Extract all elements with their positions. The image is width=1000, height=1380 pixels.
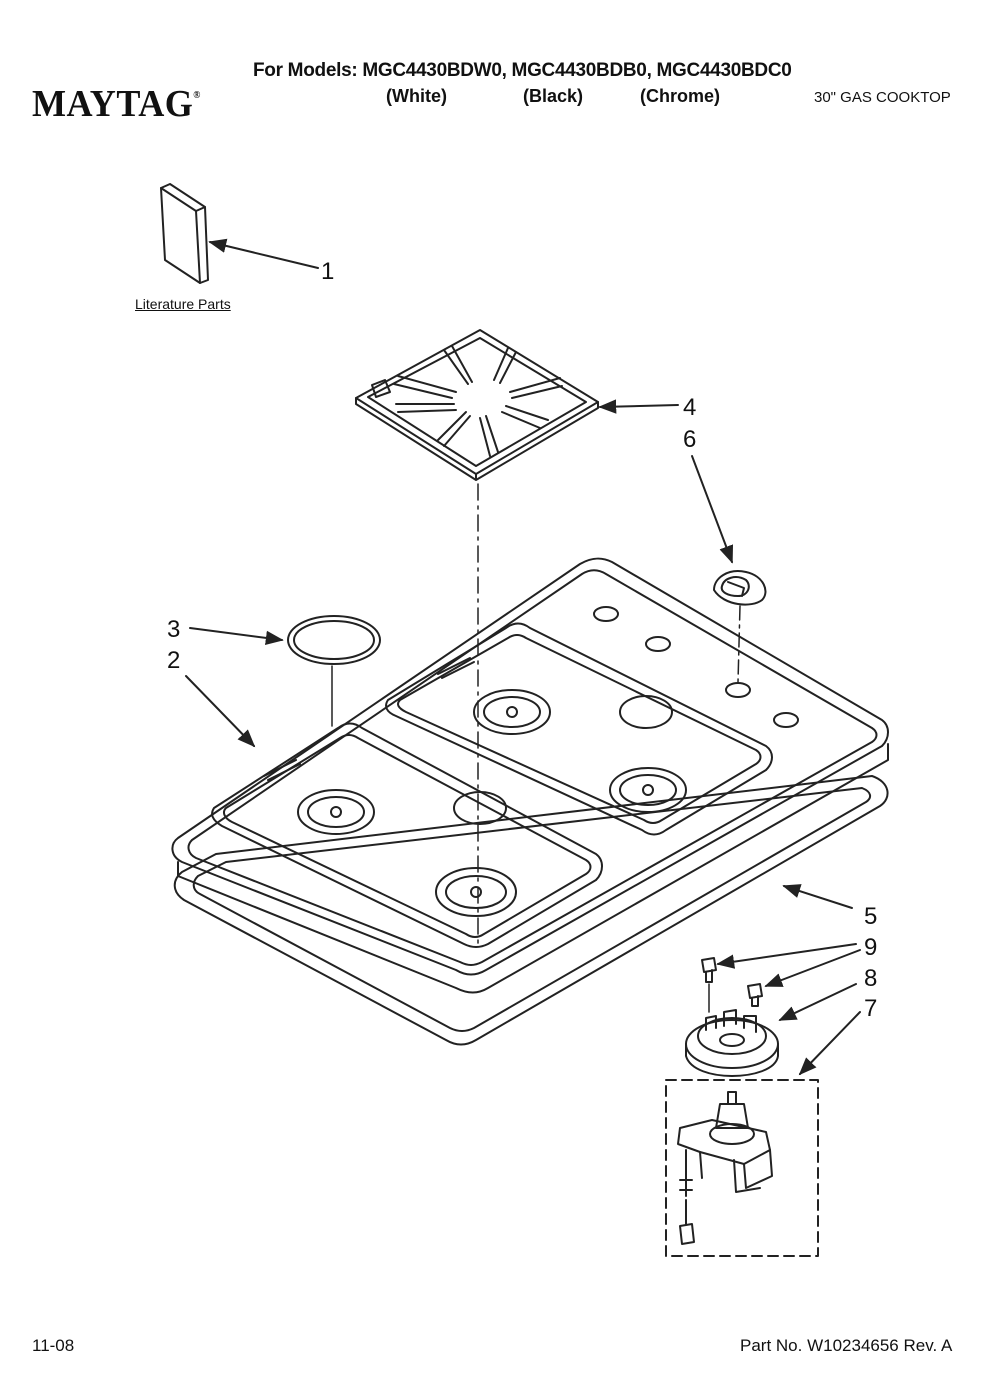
color-black: (Black) xyxy=(523,86,584,106)
burner-base-part xyxy=(685,1009,779,1077)
callout-9: 9 xyxy=(864,934,878,961)
control-knob-part xyxy=(713,570,767,606)
screw-part xyxy=(701,957,763,1007)
burner-grate-part xyxy=(355,329,599,481)
callout-7: 7 xyxy=(864,995,878,1022)
literature-booklet-part xyxy=(160,183,209,284)
part-number: Part No. W10234656 Rev. A xyxy=(740,1336,953,1355)
leader-9a xyxy=(716,943,857,969)
callout-2: 2 xyxy=(167,647,181,674)
color-white: (White) xyxy=(386,86,447,106)
leader-5 xyxy=(782,884,853,909)
callout-3: 3 xyxy=(167,616,181,643)
callout-4: 4 xyxy=(683,394,697,421)
leader-3 xyxy=(189,627,284,646)
callout-8: 8 xyxy=(864,965,878,992)
literature-parts-label: Literature Parts xyxy=(135,296,231,312)
callout-6: 6 xyxy=(683,426,697,453)
maytag-logo: MAYTAG® xyxy=(32,83,201,125)
center-line-knob xyxy=(737,605,741,683)
cooktop-part xyxy=(171,557,889,994)
registered-mark: ® xyxy=(193,90,201,101)
leader-9b xyxy=(764,949,861,987)
leader-8 xyxy=(778,983,857,1021)
callout-1: 1 xyxy=(321,258,335,285)
leader-6 xyxy=(691,455,734,564)
leader-4 xyxy=(598,399,679,414)
revision-date: 11-08 xyxy=(32,1336,75,1355)
burner-cap-part xyxy=(287,615,381,665)
leader-1 xyxy=(208,238,319,269)
leader-2 xyxy=(185,675,256,748)
leader-7 xyxy=(798,1011,861,1076)
product-name: 30" GAS COOKTOP xyxy=(814,89,951,106)
callout-5: 5 xyxy=(864,903,878,930)
valve-assembly-part xyxy=(665,1079,819,1257)
models-line: For Models: MGC4430BDW0, MGC4430BDB0, MG… xyxy=(253,60,792,81)
color-chrome: (Chrome) xyxy=(640,86,720,106)
gasket-part xyxy=(173,775,889,1046)
